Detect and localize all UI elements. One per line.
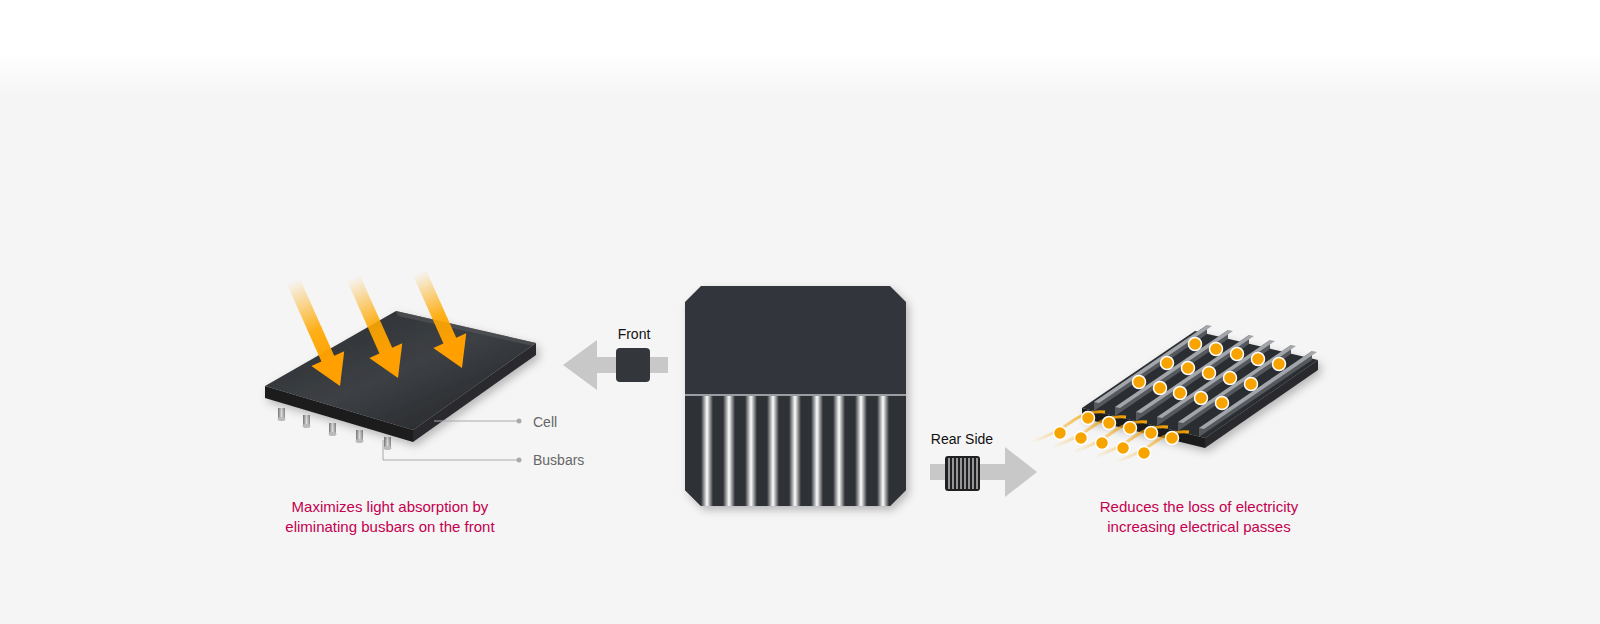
caption-text: Maximizes light absorption by eliminatin…: [225, 497, 555, 537]
electrons: [1054, 338, 1286, 460]
caption-text: Reduces the loss of electricity increasi…: [1034, 497, 1364, 537]
leader-dot: [517, 458, 522, 463]
part-label: Busbars: [533, 451, 584, 469]
arrow-label: Front: [618, 325, 651, 343]
top-fade: [0, 0, 1600, 95]
front-arrow: [563, 340, 668, 390]
leader-lines: [383, 421, 518, 460]
rear-busbars: [685, 394, 906, 506]
arrow-label: Rear Side: [931, 430, 993, 448]
ribs: [1094, 325, 1317, 437]
light-arrows: [277, 265, 479, 394]
front-cell: [265, 311, 536, 442]
part-label: Cell: [533, 413, 557, 431]
center-cell: [685, 286, 906, 506]
rear-arrow: [930, 447, 1037, 497]
leader-dot: [517, 419, 522, 424]
